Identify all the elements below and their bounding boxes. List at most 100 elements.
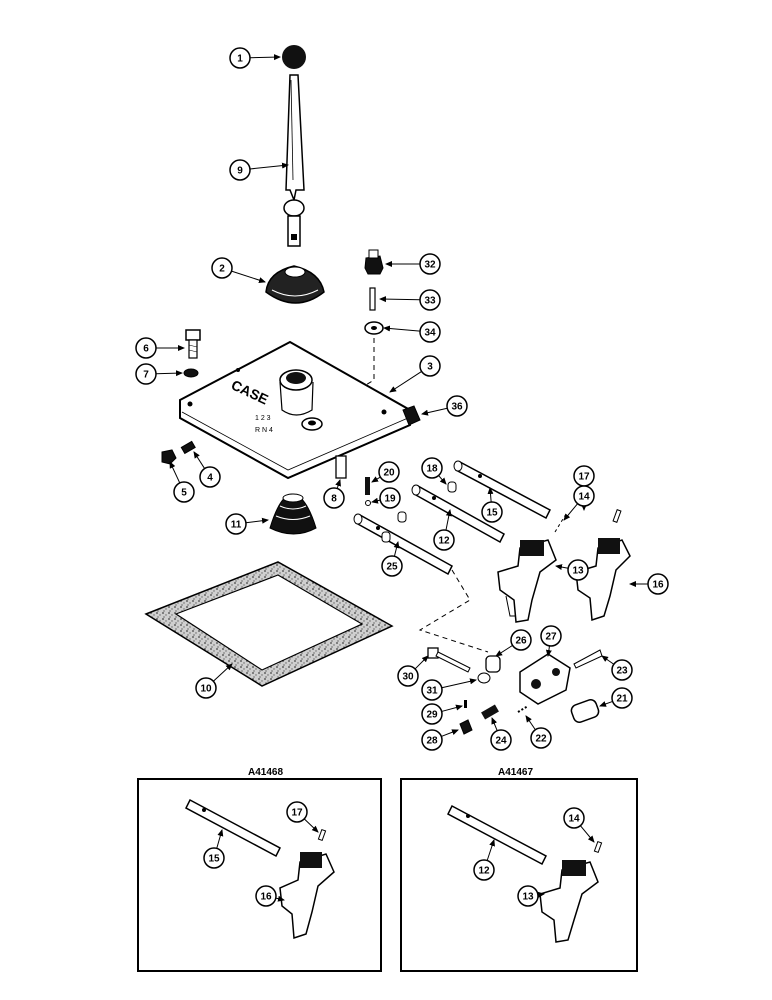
callout-c5: 5 <box>169 461 195 503</box>
callout-c12: 12 <box>433 509 455 551</box>
callout-number: 17 <box>291 808 303 819</box>
callout-c15: 15 <box>481 487 503 523</box>
callout-leader <box>335 479 341 489</box>
callout-number: 17 <box>578 472 590 483</box>
callout-circle <box>517 885 539 907</box>
callout-circle <box>573 485 595 507</box>
callout-number: 9 <box>237 166 243 177</box>
callout-leader <box>486 839 495 861</box>
callout-circle <box>211 257 233 279</box>
pellet <box>381 531 391 543</box>
callout-circle <box>225 513 247 535</box>
callout-number: 26 <box>515 636 527 647</box>
callout-circle <box>203 847 225 869</box>
callout-number: 2 <box>219 264 225 275</box>
callout-c6: 6 <box>135 337 185 359</box>
callout-c29: 29 <box>421 703 463 725</box>
callout-circle <box>195 677 217 699</box>
callout-leader <box>213 663 233 682</box>
callout-leader <box>580 825 595 843</box>
shift-fork-16 <box>575 538 631 622</box>
callout-c2: 2 <box>211 257 266 283</box>
callout-leader <box>441 729 459 737</box>
callout-c18: 18 <box>421 457 447 485</box>
washer-31 <box>477 672 491 684</box>
callout-circle <box>421 679 443 701</box>
callout-c4: 4 <box>193 451 221 488</box>
shift-block-27 <box>519 653 571 705</box>
callout-leader <box>389 371 422 393</box>
callout-leader <box>414 655 429 670</box>
callout-number: 20 <box>383 468 395 479</box>
callout-leader <box>445 509 452 531</box>
callout-leader <box>383 325 421 332</box>
callout-c21: 21 <box>599 687 633 709</box>
callout-leader <box>249 162 289 170</box>
callout-leader <box>441 704 463 712</box>
callout-c7: 7 <box>135 363 183 385</box>
callout-c26: 26 <box>495 629 532 657</box>
callout-c14: 14 <box>563 485 595 521</box>
callout-number: 24 <box>495 736 507 747</box>
callout-number: 32 <box>424 260 436 271</box>
pin-22 <box>517 705 529 713</box>
callout-number: 25 <box>386 562 398 573</box>
callout-circle <box>135 337 157 359</box>
callout-number: 3 <box>427 362 433 373</box>
callout-leader <box>231 270 266 283</box>
callout-leader <box>495 644 513 657</box>
callout-circle <box>286 801 308 823</box>
callout-circle <box>419 321 441 343</box>
callout-number: 33 <box>424 296 436 307</box>
callout-circle <box>563 807 585 829</box>
interlock-18 <box>447 481 457 493</box>
callout-number: 22 <box>535 734 547 745</box>
callout-circle <box>173 481 195 503</box>
callout-leader <box>545 645 552 657</box>
callout-circle <box>567 559 589 581</box>
callout-number: 5 <box>181 488 187 499</box>
callout-number: 28 <box>426 736 438 747</box>
plug-36 <box>402 405 421 426</box>
callout-number: 12 <box>438 536 450 547</box>
callout-circle <box>323 487 345 509</box>
callout-leader <box>155 370 183 377</box>
callout-number: 13 <box>572 566 584 577</box>
callout-leader <box>275 895 285 902</box>
callout-c25: 25 <box>381 541 403 577</box>
callout-circle <box>421 457 443 479</box>
bolt-6 <box>185 329 201 359</box>
inset-frame-left <box>137 778 382 972</box>
bushing-21 <box>570 699 600 723</box>
inset-pin-17 <box>317 828 327 842</box>
inset-rail-15 <box>185 798 281 858</box>
callout-circle <box>611 687 633 709</box>
callout-i17: 17 <box>286 801 319 833</box>
callout-number: 16 <box>260 892 272 903</box>
callout-c20: 20 <box>371 461 400 483</box>
callout-number: 13 <box>522 892 534 903</box>
callout-circle <box>419 355 441 377</box>
callout-number: 10 <box>200 684 212 695</box>
sleeve-26 <box>485 655 501 673</box>
callout-leader <box>599 700 613 707</box>
callout-c19: 19 <box>371 487 401 509</box>
callout-leader <box>601 655 615 665</box>
callout-leader <box>438 475 447 485</box>
inset-rail-12 <box>447 804 547 866</box>
callout-c13: 13 <box>555 559 589 581</box>
callout-c1: 1 <box>229 47 281 69</box>
callout-number: 18 <box>426 464 438 475</box>
callout-i16: 16 <box>255 885 285 907</box>
svg-text:1 2 3: 1 2 3 <box>255 415 271 422</box>
callout-c32: 32 <box>385 253 441 275</box>
callout-leader <box>563 503 578 521</box>
lever-knob <box>282 45 306 69</box>
callout-circle <box>419 289 441 311</box>
callout-circle <box>421 703 443 725</box>
callout-c33: 33 <box>379 289 441 311</box>
callout-c31: 31 <box>421 678 477 701</box>
roll-pin-14 <box>554 513 567 533</box>
callout-c28: 28 <box>421 729 459 751</box>
callout-number: 27 <box>545 632 557 643</box>
